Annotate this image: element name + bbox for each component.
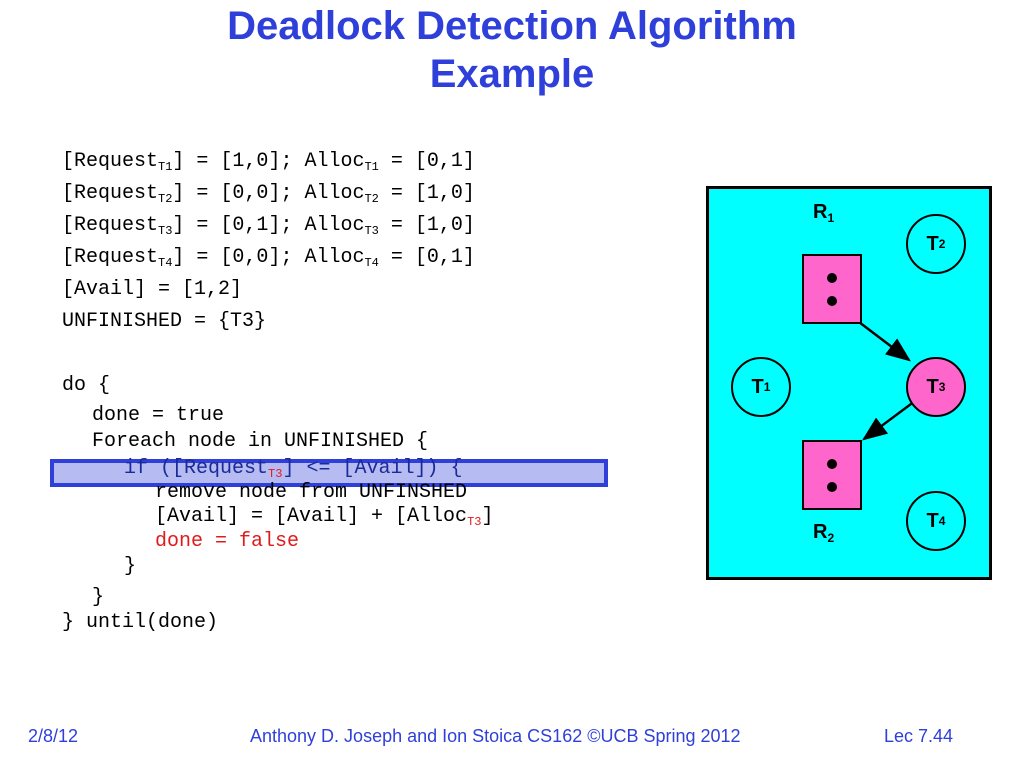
r2-instance-dot bbox=[827, 482, 837, 492]
avail-update-line: [Avail] = [Avail] + [AllocT3] bbox=[155, 505, 494, 529]
slide-title: Deadlock Detection Algorithm Example bbox=[0, 2, 1024, 98]
close-foreach-brace: } bbox=[92, 586, 105, 609]
if-line: if ([RequestT3] <= [Avail]) { bbox=[124, 457, 463, 481]
remove-line: remove node from UNFINSHED bbox=[155, 481, 468, 504]
footer-lecture-number: Lec 7.44 bbox=[884, 726, 954, 746]
do-line: do { bbox=[62, 374, 111, 397]
close-if-brace: } bbox=[124, 555, 137, 578]
foreach-line: Foreach node in UNFINISHED { bbox=[92, 430, 429, 453]
avail-line: [Avail] = [1,2] bbox=[62, 278, 243, 301]
r1-instance-dot bbox=[827, 296, 837, 306]
resource-r2 bbox=[802, 440, 862, 510]
unfinished-line: UNFINISHED = {T3} bbox=[62, 310, 267, 333]
title-line-1: Deadlock Detection Algorithm bbox=[227, 4, 797, 48]
title-line-2: Example bbox=[429, 52, 595, 96]
request-line-t2: [RequestT2] = [0,0]; AllocT2 = [1,0] bbox=[62, 182, 475, 206]
request-line-t1: [RequestT1] = [1,0]; AllocT1 = [0,1] bbox=[62, 150, 475, 174]
edge-t3-to-r2 bbox=[861, 399, 916, 441]
resource-r1 bbox=[802, 254, 862, 324]
r1-label: R1 bbox=[813, 201, 835, 225]
r2-instance-dot bbox=[827, 459, 837, 469]
footer-date: 2/8/12 bbox=[28, 726, 79, 746]
r2-label: R2 bbox=[813, 521, 835, 545]
done-true-line: done = true bbox=[92, 404, 225, 427]
until-line: } until(done) bbox=[62, 611, 219, 634]
r1-instance-dot bbox=[827, 273, 837, 283]
done-false-line: done = false bbox=[155, 530, 300, 553]
request-line-t3: [RequestT3] = [0,1]; AllocT3 = [1,0] bbox=[62, 214, 475, 238]
if-line-highlight bbox=[50, 459, 608, 487]
footer-credit: Anthony D. Joseph and Ion Stoica CS162 ©… bbox=[250, 726, 741, 746]
request-line-t4: [RequestT4] = [0,0]; AllocT4 = [0,1] bbox=[62, 246, 475, 270]
